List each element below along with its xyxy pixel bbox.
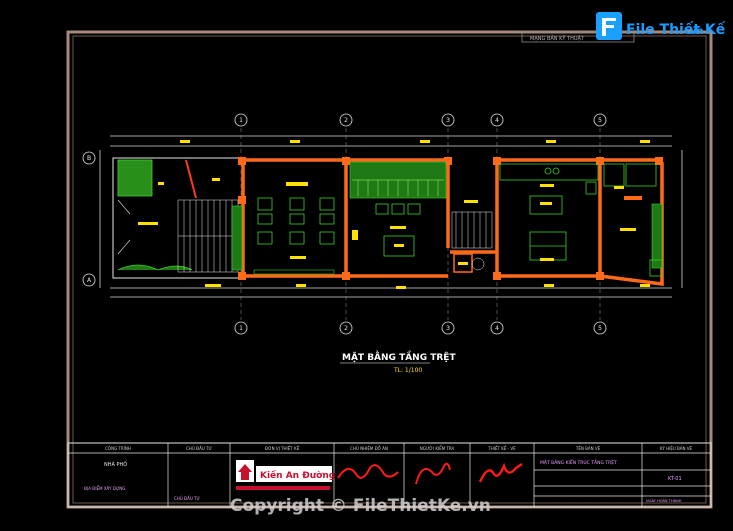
columns [238, 157, 663, 280]
stair-center [451, 200, 493, 273]
plan-title-group: MẶT BẰNG TẦNG TRỆT TL: 1/100 [340, 350, 456, 374]
axis-bubbles-bottom [234, 321, 607, 335]
title-block: CÔNG TRÌNH CHỦ ĐẦU TƯ ĐƠN VỊ THIẾT KẾ CH… [67, 442, 712, 508]
tb-header-sheet: KÝ HIỆU BẢN VẼ [660, 446, 693, 451]
stair-left [177, 159, 239, 273]
axis-label-bottom-1: 1 [239, 325, 243, 332]
axis-label-bottom-5: 5 [598, 325, 602, 332]
tb-date-label: NGÀY HOÀN THÀNH [646, 498, 682, 503]
living-room [253, 182, 335, 275]
axis-label-bottom-2: 2 [344, 325, 348, 332]
tb-header-owner: CHỦ ĐẦU TƯ [186, 446, 212, 451]
axis-label-top-3: 3 [446, 117, 450, 124]
sheet-inner-border [72, 35, 707, 504]
axis-label-top-5: 5 [598, 117, 602, 124]
logo-text: File Thiết Kế [626, 21, 726, 38]
company-name: Kiến An Đường [260, 470, 335, 481]
kitchen-label-3 [540, 258, 554, 261]
axis-label-top-4: 4 [495, 117, 499, 124]
front-yard [117, 159, 193, 271]
rear-room [603, 163, 663, 277]
axis-label-top-1: 1 [239, 117, 243, 124]
tb-drawing-name: MẶT BẰNG KIẾN TRÚC TẦNG TRỆT [540, 458, 617, 466]
tb-header-checker: NGƯỜI KIỂM TRA [420, 446, 455, 451]
signature-lead [337, 464, 399, 479]
plan-title: MẶT BẰNG TẦNG TRỆT [342, 350, 456, 363]
axis-label-top-2: 2 [344, 117, 348, 124]
dimension-ticks [180, 140, 650, 289]
signature-drafter [478, 462, 523, 483]
tb-header-lead: CHỦ NHIỆM ĐỒ ÁN [350, 446, 388, 451]
tb-owner-label: CHỦ ĐẦU TƯ [174, 496, 200, 501]
planter-strip [231, 205, 243, 271]
header-stamp: MẠNG BẢN KỸ THUẬT [521, 31, 635, 43]
tb-address: ĐỊA ĐIỂM XÂY DỰNG [84, 486, 125, 491]
plan-scale: TL: 1/100 [393, 367, 422, 374]
axis-label-bottom-4: 4 [495, 325, 499, 332]
kitchen [499, 163, 599, 261]
tb-header-drafter: THIẾT KẾ - VẼ [487, 445, 516, 451]
tb-header-designer: ĐƠN VỊ THIẾT KẾ [265, 445, 300, 451]
axis-label-side-b: B [87, 155, 91, 162]
tb-project: NHÀ PHỐ [104, 460, 127, 468]
signature-checker [415, 462, 451, 485]
tb-sheet-code: KT-01 [668, 476, 682, 482]
axis-labels: 1 2 3 4 5 1 2 3 4 5 B A [87, 117, 602, 332]
dining-room [349, 161, 447, 257]
main-walls [241, 158, 664, 286]
logo-suffix: .vn [686, 26, 703, 37]
kitchen-label-2 [540, 202, 552, 205]
axis-label-side-a: A [87, 277, 92, 284]
dimension-lines [99, 135, 683, 298]
axis-bubbles-top [234, 113, 607, 127]
floor-plan [112, 157, 664, 286]
logo: File Thiết Kế .vn [596, 12, 726, 40]
company-logo: Kiến An Đường [236, 460, 335, 490]
tb-header-drawing: TÊN BẢN VẼ [575, 446, 601, 451]
axis-bubbles-side [82, 151, 96, 287]
stamp-text: MẠNG BẢN KỸ THUẬT [530, 34, 585, 42]
axis-label-bottom-3: 3 [446, 325, 450, 332]
kitchen-label-1 [540, 184, 554, 187]
copyright-watermark: Copyright © FileThietKe.vn [230, 496, 491, 516]
tb-header-project: CÔNG TRÌNH [105, 446, 131, 451]
